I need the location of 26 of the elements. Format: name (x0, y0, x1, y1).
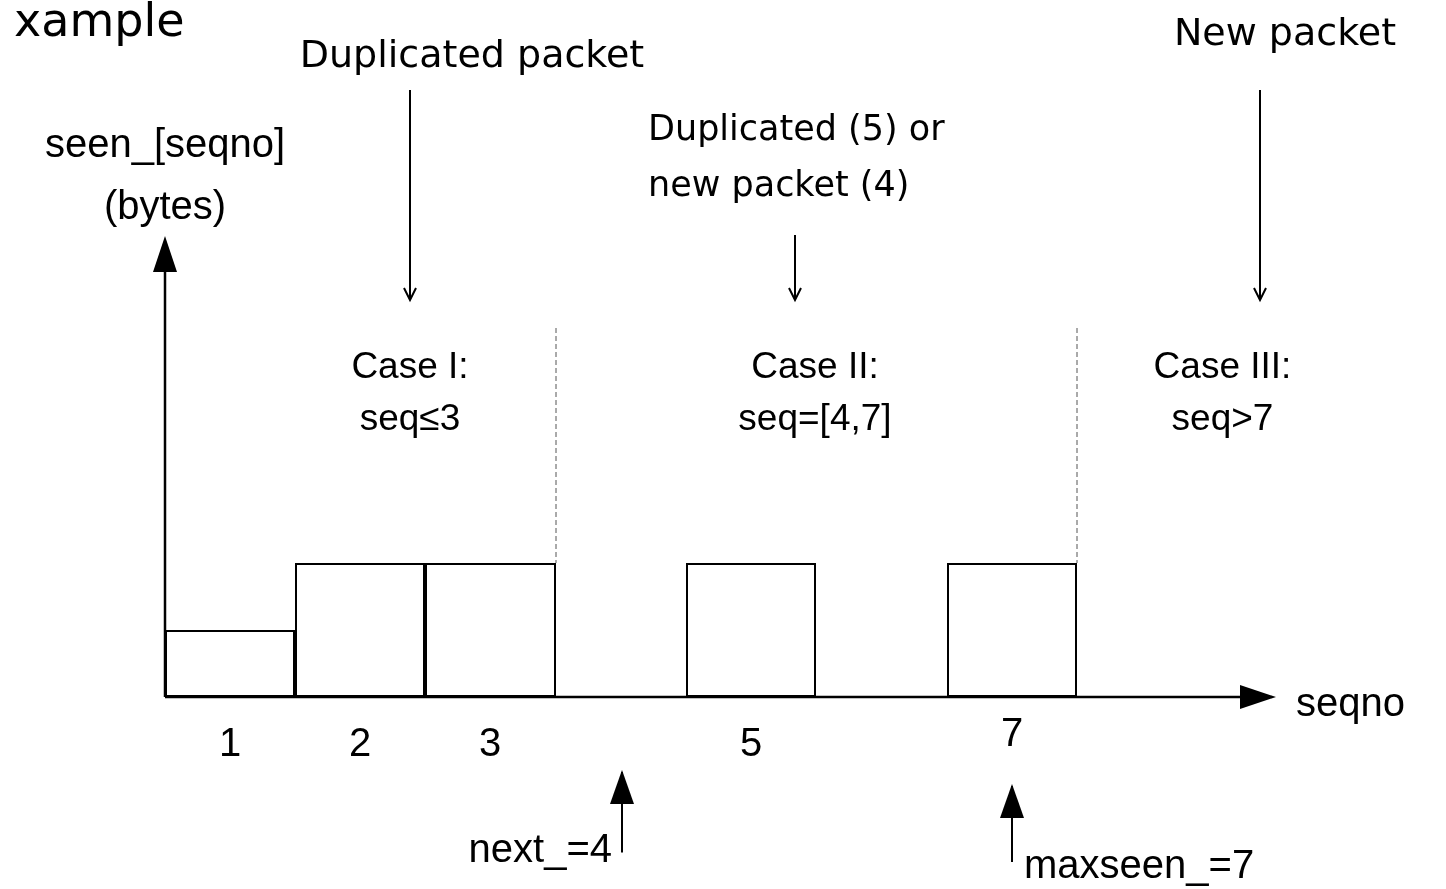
tick-label: 1 (217, 719, 243, 766)
annotation-text: New packet (1172, 9, 1398, 56)
tick-label: 7 (999, 712, 1025, 752)
arrow (403, 89, 417, 301)
bar (425, 563, 556, 697)
bar (165, 630, 295, 697)
arrow (610, 770, 634, 854)
title: xample (14, 0, 185, 48)
annotation-text: Case III: seq>7 (1152, 344, 1293, 440)
arrow (1000, 784, 1024, 863)
bar (686, 563, 816, 697)
axis-label: seqno (1296, 679, 1406, 726)
bar (947, 563, 1077, 697)
annotation-text: Case II: seq=[4,7] (737, 344, 893, 440)
arrow (788, 234, 802, 301)
annotation-text: next_=4 (467, 826, 612, 870)
arrow (1253, 89, 1267, 301)
annotation-text: Case I: seq≤3 (350, 344, 470, 440)
annotation-text: maxseen_=7 (1024, 842, 1256, 886)
tick-label: 2 (347, 719, 373, 766)
tick-label: 3 (477, 719, 503, 766)
annotation-text: Duplicated packet (298, 31, 646, 78)
tick-label: 5 (738, 719, 764, 766)
annotation-text: Duplicated (5) or new packet (4) (648, 107, 946, 206)
bar (295, 563, 425, 697)
axis-label: seen_[seqno] (bytes) (43, 120, 287, 229)
